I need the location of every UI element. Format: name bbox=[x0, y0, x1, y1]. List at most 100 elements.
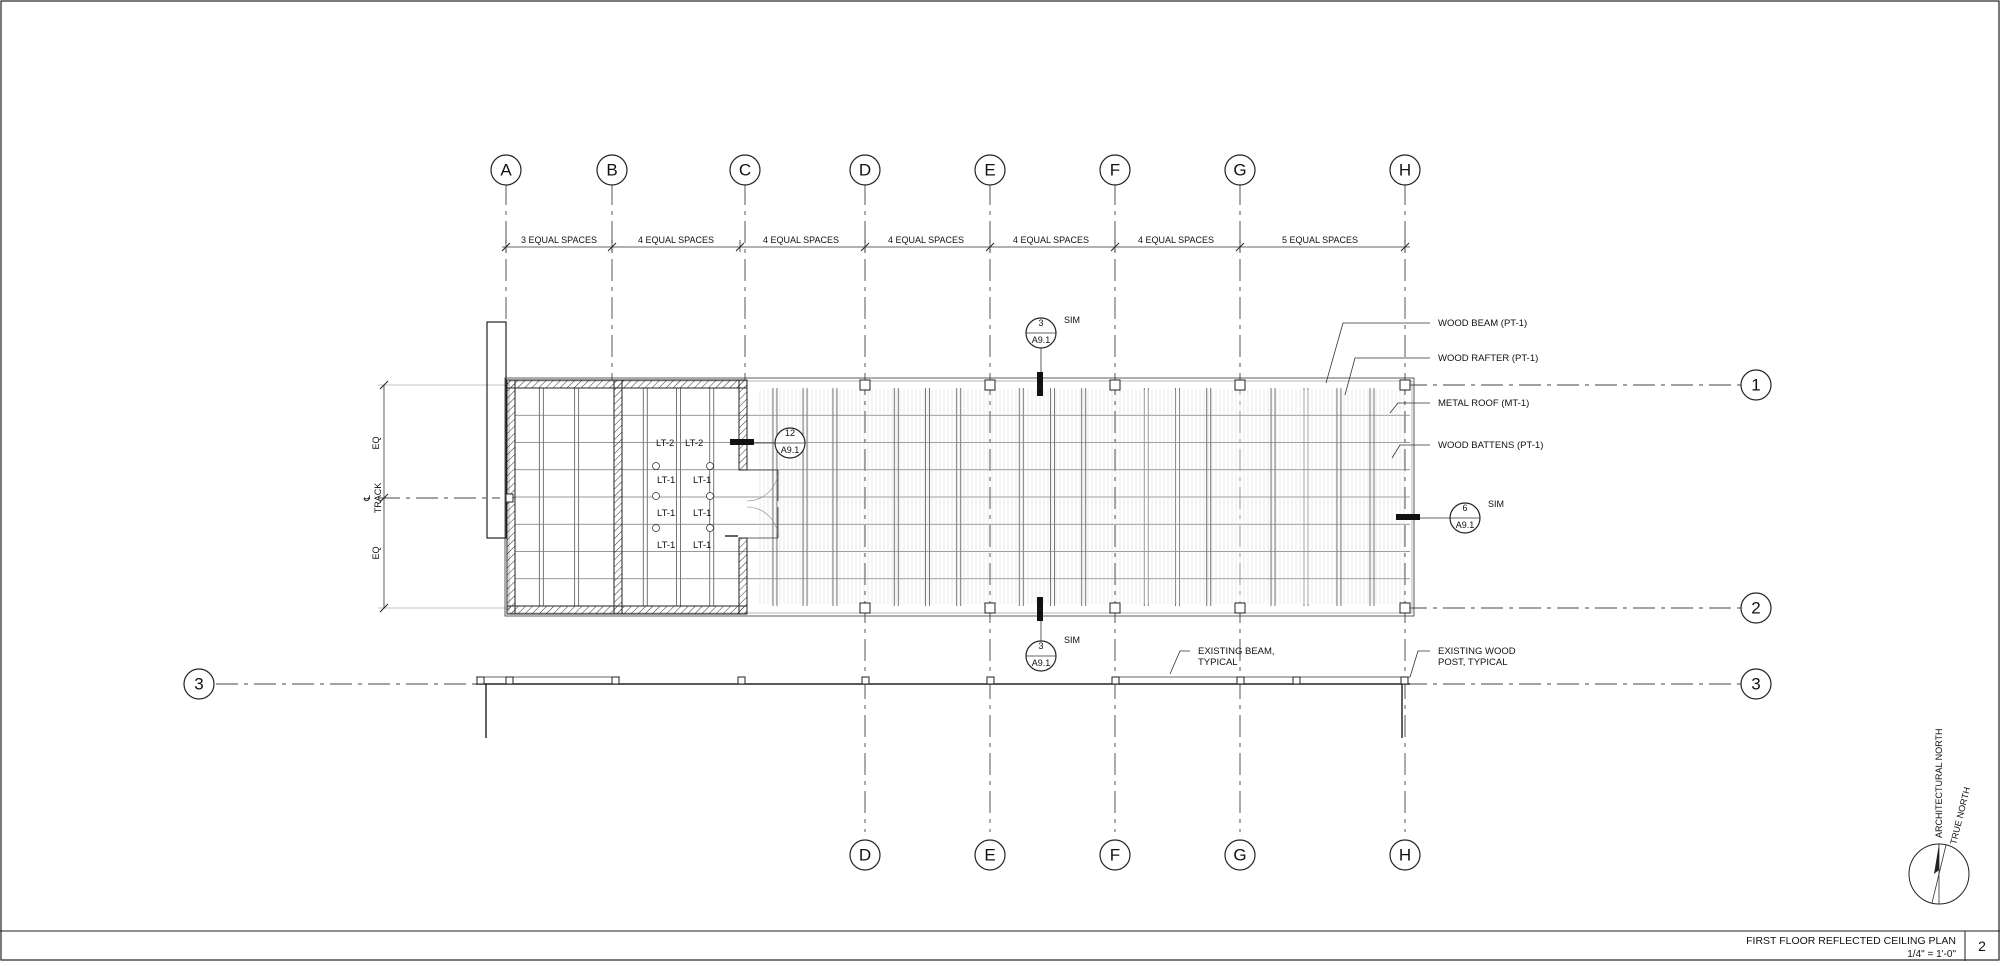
wood-battens bbox=[515, 414, 1410, 580]
grid-bubble-1 bbox=[1740, 369, 1772, 401]
callout-wood-beam: WOOD BEAM (PT-1) bbox=[1438, 318, 1527, 329]
grid-bubble-3-right bbox=[1740, 668, 1772, 700]
grid-label-e: E bbox=[984, 161, 995, 180]
section-marker-right: 6 A9.1 SIM bbox=[1396, 499, 1504, 534]
drawing-title: FIRST FLOOR REFLECTED CEILING PLAN bbox=[1746, 935, 1956, 947]
true-north-label: TRUE NORTH bbox=[1948, 786, 1972, 846]
light-fixtures: LT-2 LT-2 LT-1 LT-1 LT-1 LT-1 LT-1 LT-1 bbox=[652, 438, 738, 551]
section-room-number: 12 bbox=[785, 428, 795, 438]
section-right-sheet: A9.1 bbox=[1456, 520, 1475, 530]
dim-label-cd: 4 EQUAL SPACES bbox=[763, 235, 839, 245]
grid-bubble-a bbox=[490, 154, 522, 186]
grid-bubbles-bottom: D E F G H bbox=[849, 839, 1421, 871]
drawing-number: 2 bbox=[1978, 938, 1986, 954]
section-right-sim: SIM bbox=[1488, 499, 1504, 509]
double-door bbox=[746, 469, 779, 539]
dim-label-ab: 3 EQUAL SPACES bbox=[521, 235, 597, 245]
grid-label-3-right: 3 bbox=[1751, 675, 1760, 694]
callout-existing-beam-line2: TYPICAL bbox=[1198, 657, 1238, 668]
roof-outline bbox=[504, 377, 1415, 617]
callout-wood-battens: WOOD BATTENS (PT-1) bbox=[1438, 440, 1543, 451]
sliding-door-panel bbox=[486, 321, 507, 539]
grid-bubble-h bbox=[1389, 154, 1421, 186]
grid-bubble-c bbox=[729, 154, 761, 186]
fixture-lt2-b: LT-2 bbox=[685, 438, 703, 449]
section-marker-room: 12 A9.1 bbox=[730, 427, 806, 459]
existing-beam bbox=[476, 676, 1410, 738]
section-top-sim: SIM bbox=[1064, 315, 1080, 325]
grid-bubble-b bbox=[596, 154, 628, 186]
roof-plan: LT-2 LT-2 LT-1 LT-1 LT-1 LT-1 LT-1 LT-1 bbox=[486, 321, 1415, 617]
grid-label-d: D bbox=[859, 161, 871, 180]
drawing-title-block: FIRST FLOOR REFLECTED CEILING PLAN 1/4" … bbox=[1746, 931, 1986, 961]
left-eq-dimension: EQ EQ ℄ TRACK bbox=[362, 380, 510, 613]
eq-label-bottom: EQ bbox=[371, 546, 381, 559]
section-right-number: 6 bbox=[1462, 503, 1467, 513]
grid-label-d-bottom: D bbox=[859, 846, 871, 865]
section-cut-right bbox=[1396, 514, 1420, 520]
grid-label-f-bottom: F bbox=[1110, 846, 1120, 865]
architectural-north-label: ARCHITECTURAL NORTH bbox=[1934, 728, 1944, 838]
section-cut-bottom bbox=[1037, 597, 1043, 621]
section-room-sheet: A9.1 bbox=[781, 445, 800, 455]
eq-label-top: EQ bbox=[371, 436, 381, 449]
metal-roof-ribs bbox=[759, 390, 1405, 604]
callout-existing-post-line1: EXISTING WOOD bbox=[1438, 646, 1516, 657]
callout-existing-post-line2: POST, TYPICAL bbox=[1438, 657, 1508, 668]
fixture-lt1-1: LT-1 bbox=[657, 475, 675, 486]
material-callouts: WOOD BEAM (PT-1) WOOD RAFTER (PT-1) META… bbox=[1169, 318, 1543, 678]
grid-label-a: A bbox=[500, 161, 512, 180]
section-cut-top bbox=[1037, 372, 1043, 396]
grid-bubbles-top: A B C D E F G H bbox=[490, 154, 1421, 186]
fixture-lt1-2: LT-1 bbox=[693, 475, 711, 486]
north-arrow: ARCHITECTURAL NORTH TRUE NORTH bbox=[1908, 728, 1972, 905]
dim-label-gh: 5 EQUAL SPACES bbox=[1282, 235, 1358, 245]
dimension-string: 3 EQUAL SPACES 4 EQUAL SPACES 4 EQUAL SP… bbox=[501, 235, 1410, 252]
grid-lines bbox=[216, 183, 1742, 832]
grid-bubble-f bbox=[1099, 154, 1131, 186]
section-top-number: 3 bbox=[1038, 318, 1043, 328]
section-bottom-sheet: A9.1 bbox=[1032, 658, 1051, 668]
grid-bubbles-rows: 1 2 3 3 bbox=[183, 369, 1772, 700]
fixture-lt1-4: LT-1 bbox=[693, 508, 711, 519]
dim-label-de: 4 EQUAL SPACES bbox=[888, 235, 964, 245]
dim-label-ef: 4 EQUAL SPACES bbox=[1013, 235, 1089, 245]
dim-label-fg: 4 EQUAL SPACES bbox=[1138, 235, 1214, 245]
section-marker-bottom: 3 A9.1 SIM bbox=[1025, 597, 1080, 672]
fixture-lt2-a: LT-2 bbox=[656, 438, 674, 449]
grid-label-b: B bbox=[606, 161, 617, 180]
callout-wood-rafter: WOOD RAFTER (PT-1) bbox=[1438, 353, 1538, 364]
grid-label-1: 1 bbox=[1751, 376, 1760, 395]
section-bottom-sim: SIM bbox=[1064, 635, 1080, 645]
callout-metal-roof: METAL ROOF (MT-1) bbox=[1438, 398, 1529, 409]
grid-bubble-h-bottom bbox=[1389, 839, 1421, 871]
fixture-lt1-3: LT-1 bbox=[657, 508, 675, 519]
grid-label-e-bottom: E bbox=[984, 846, 995, 865]
grid-label-2: 2 bbox=[1751, 599, 1760, 618]
grid-label-h-bottom: H bbox=[1399, 846, 1411, 865]
fixture-lt1-6: LT-1 bbox=[693, 540, 711, 551]
section-marker-top: 3 A9.1 SIM bbox=[1025, 315, 1080, 396]
section-top-sheet: A9.1 bbox=[1032, 335, 1051, 345]
track-label: TRACK bbox=[373, 483, 383, 514]
grid-bubble-2 bbox=[1740, 592, 1772, 624]
drawing-scale: 1/4" = 1'-0" bbox=[1907, 949, 1956, 960]
grid-bubble-3-left bbox=[183, 668, 215, 700]
grid-label-g: G bbox=[1233, 161, 1246, 180]
callout-existing-beam-line1: EXISTING BEAM, bbox=[1198, 646, 1275, 657]
grid-label-c: C bbox=[739, 161, 751, 180]
grid-bubble-e bbox=[974, 154, 1006, 186]
section-bottom-number: 3 bbox=[1038, 641, 1043, 651]
grid-bubble-f-bottom bbox=[1099, 839, 1131, 871]
dim-label-bc: 4 EQUAL SPACES bbox=[638, 235, 714, 245]
fixture-lt1-5: LT-1 bbox=[657, 540, 675, 551]
grid-label-h: H bbox=[1399, 161, 1411, 180]
centerline-symbol: ℄ bbox=[362, 495, 372, 502]
grid-bubble-d bbox=[849, 154, 881, 186]
grid-label-f: F bbox=[1110, 161, 1120, 180]
grid-bubble-g-bottom bbox=[1224, 839, 1256, 871]
column-posts bbox=[505, 379, 1411, 614]
grid-label-g-bottom: G bbox=[1233, 846, 1246, 865]
